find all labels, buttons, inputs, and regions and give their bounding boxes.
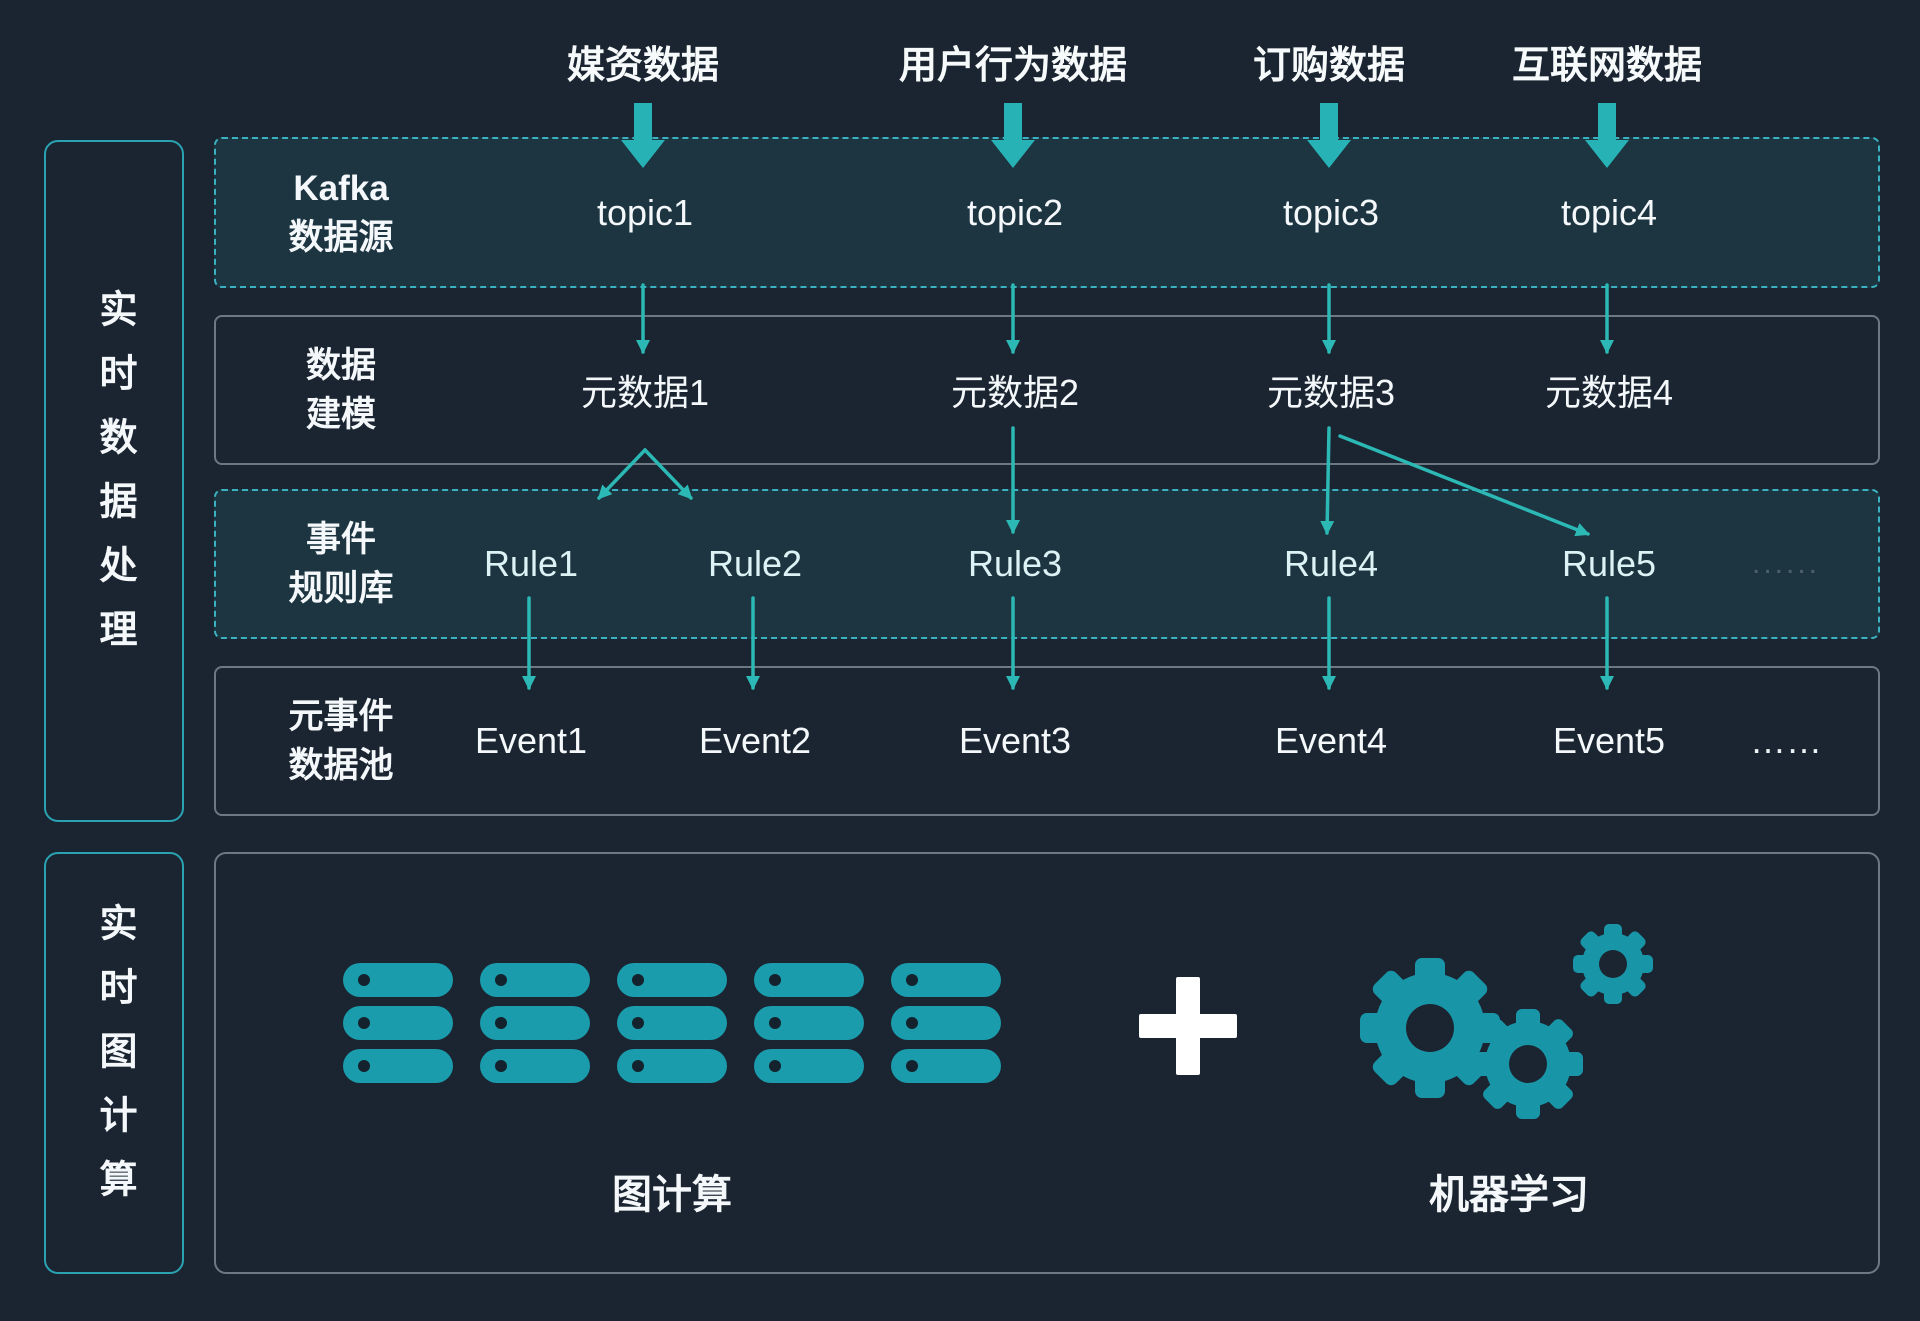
source-label-internet: 互联网数据	[1511, 45, 1703, 87]
source-label-order: 订购数据	[1252, 45, 1406, 87]
band-meta-event-pool: 元事件 数据池 Event1 Event2 Event3 Event4 Even…	[214, 666, 1880, 816]
server-icon	[754, 963, 864, 997]
server-icon	[891, 1049, 1001, 1083]
event-item: Event3	[958, 720, 1072, 761]
rule-item: Rule2	[707, 543, 803, 584]
server-icon	[480, 963, 590, 997]
server-cluster-icon	[343, 963, 1001, 1083]
band-label: 数据 建模	[305, 346, 376, 434]
panel-realtime-graph-compute: 实时图计算	[44, 852, 184, 1274]
metadata-item: 元数据1	[580, 372, 710, 413]
metadata-item: 元数据3	[1266, 372, 1396, 413]
server-icon	[754, 1049, 864, 1083]
metadata-item: 元数据2	[950, 372, 1080, 413]
server-icon	[617, 1006, 727, 1040]
ellipsis: ......	[1751, 547, 1821, 580]
machine-learning-caption: 机器学习	[1429, 1173, 1589, 1217]
band-data-modeling: 数据 建模 元数据1 元数据2 元数据3 元数据4	[214, 315, 1880, 465]
plus-icon	[1176, 977, 1200, 1075]
server-icon	[617, 963, 727, 997]
rule-item: Rule3	[967, 543, 1063, 584]
panel-label: 实时图计算	[93, 903, 135, 1223]
rule-item: Rule1	[483, 543, 579, 584]
panel-label: 实时数据处理	[93, 289, 135, 673]
server-icon	[343, 1006, 453, 1040]
band-event-rules: 事件 规则库 Rule1 Rule2 Rule3 Rule4 Rule5 ...…	[214, 489, 1880, 639]
band-label: 元事件 数据池	[288, 697, 394, 785]
ellipsis: ……	[1750, 720, 1822, 761]
metadata-item: 元数据4	[1544, 372, 1674, 413]
event-item: Event1	[474, 720, 588, 761]
topic-item: topic4	[1560, 191, 1658, 233]
rule-item: Rule4	[1283, 543, 1379, 584]
event-item: Event5	[1552, 720, 1666, 761]
server-icon	[891, 963, 1001, 997]
source-label-behavior: 用户行为数据	[898, 45, 1128, 87]
server-icon	[343, 963, 453, 997]
rule-item: Rule5	[1561, 543, 1657, 584]
server-icon	[891, 1006, 1001, 1040]
server-icon	[343, 1049, 453, 1083]
server-icon	[617, 1049, 727, 1083]
topic-item: topic3	[1282, 191, 1380, 233]
server-icon	[480, 1049, 590, 1083]
server-icon	[480, 1006, 590, 1040]
band-label: 事件 规则库	[288, 520, 394, 608]
event-item: Event2	[698, 720, 812, 761]
source-label-media: 媒资数据	[566, 45, 720, 87]
topic-item: topic1	[596, 191, 694, 233]
band-kafka-source: Kafka 数据源 topic1 topic2 topic3 topic4	[214, 137, 1880, 288]
graph-compute-caption: 图计算	[612, 1173, 732, 1217]
server-icon	[754, 1006, 864, 1040]
graph-compute-box	[214, 852, 1880, 1274]
panel-realtime-data-processing: 实时数据处理	[44, 140, 184, 822]
event-item: Event4	[1274, 720, 1388, 761]
topic-item: topic2	[966, 191, 1064, 233]
band-label: Kafka 数据源	[288, 168, 394, 257]
